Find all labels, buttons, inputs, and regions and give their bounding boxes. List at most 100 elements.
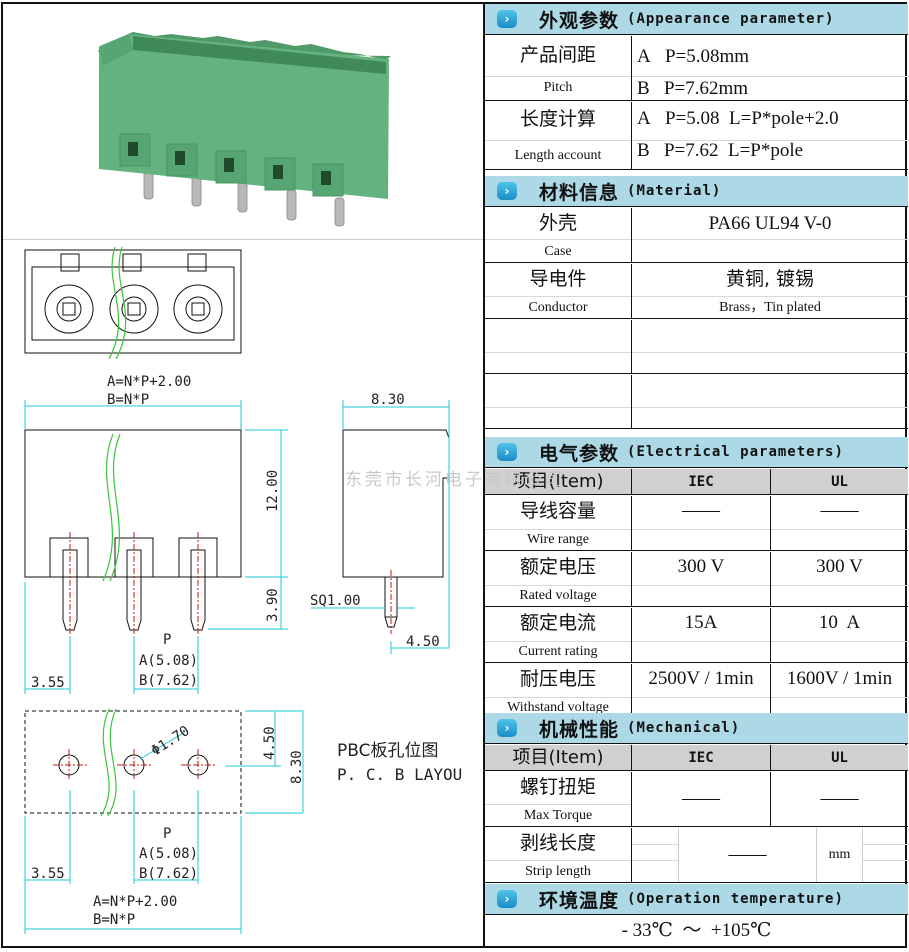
pcb-title-en: P. C. B LAYOU xyxy=(337,765,462,784)
pcb-title-zh: PBC板孔位图 xyxy=(337,741,439,761)
row-label-zh: 长度计算 xyxy=(519,108,596,130)
pcb-pitch-a: A(5.08) xyxy=(139,846,198,862)
section-title-zh: 材料信息 xyxy=(539,181,620,204)
section-title-en: (Operation temperature) xyxy=(627,891,844,907)
section-title-zh: 电气参数 xyxy=(539,442,620,465)
formula-b-bottom: B=N*P xyxy=(93,912,135,928)
spec-row-electrical: 耐压电压 Withstand voltage 2500V / 1min 1600V /… xyxy=(485,664,908,719)
option-key: B xyxy=(637,140,650,161)
row-label-en: Withstand voltage xyxy=(507,700,609,715)
row-label-zh: 耐压电压 xyxy=(519,668,596,690)
column-header-ul: UL xyxy=(831,749,848,766)
chevron-right-icon: › xyxy=(497,443,517,461)
ul-value: 1600V / 1min xyxy=(786,668,893,689)
spec-row-case: 外壳 Case PA66 UL94 V-0 xyxy=(485,208,908,263)
dim-edge-offset: 3.55 xyxy=(31,675,65,691)
pitch-a: A(5.08) xyxy=(139,653,198,669)
row-label-en: Conductor xyxy=(528,300,588,315)
column-header-row: 项目(Item) IEC UL xyxy=(485,745,908,771)
pin-2 xyxy=(191,175,202,207)
row-label-en: Rated voltage xyxy=(519,588,597,603)
section-header-material: › 材料信息 (Material) xyxy=(485,176,908,207)
spec-row-conductor: 导电件 Conductor 黄铜, 镀锡 Brass，Tin plated xyxy=(485,264,908,319)
section-header-mechanical: › 机械性能 (Mechanical) xyxy=(485,713,908,744)
pcb-dim-edge: 3.55 xyxy=(31,866,65,882)
pcb-pitch-label: P xyxy=(163,826,171,842)
section-title-en: (Electrical parameters) xyxy=(627,444,844,460)
row-label-zh: 导线容量 xyxy=(519,500,596,522)
section-title-en: (Material) xyxy=(627,183,722,199)
spec-row-torque: 螺钉扭矩 Max Torque —— —— xyxy=(485,772,908,827)
watermark: 东莞市长河电子有限公司 xyxy=(345,470,565,490)
ul-value: 300 V xyxy=(816,556,863,577)
dim-pin-square: SQ1.00 xyxy=(310,593,361,609)
option-value: P=7.62mm xyxy=(663,78,749,99)
iec-value: 300 V xyxy=(677,556,725,577)
hole-diameter: Φ1.70 xyxy=(148,723,192,759)
row-label-en: Max Torque xyxy=(523,808,593,823)
column-header-ul: UL xyxy=(831,473,848,490)
formula-a-bottom: A=N*P+2.00 xyxy=(93,894,177,910)
chevron-right-icon: › xyxy=(497,10,517,28)
iec-value: —— xyxy=(682,500,720,521)
chevron-right-icon: › xyxy=(497,719,517,737)
ul-value: 10 A xyxy=(818,612,861,633)
row-label-en: Strip length xyxy=(525,864,591,879)
spec-row-empty xyxy=(485,320,908,374)
option-value: P=5.08mm xyxy=(664,46,750,67)
row-label-en: Pitch xyxy=(543,80,573,95)
spec-row-electrical: 额定电压 Rated voltage 300 V 300 V xyxy=(485,552,908,607)
row-label-en: Wire range xyxy=(526,532,589,547)
pitch-b: B(7.62) xyxy=(139,673,198,689)
dim-pin-height: 3.90 xyxy=(265,588,281,622)
strip-length-value: —— xyxy=(728,844,767,865)
pin-4 xyxy=(286,189,297,221)
option-key: A xyxy=(637,108,651,129)
formula-b-top: B=N*P xyxy=(107,392,149,408)
material-value-zh: 黄铜, 镀锡 xyxy=(725,268,815,290)
column-header-item: 项目(Item) xyxy=(512,746,604,768)
formula-a-top: A=N*P+2.00 xyxy=(107,374,191,390)
pcb-dim-full: 8.30 xyxy=(289,750,305,784)
row-label-zh: 剥线长度 xyxy=(519,832,596,854)
row-label-zh: 螺钉扭矩 xyxy=(519,776,596,798)
chevron-right-icon: › xyxy=(497,182,517,200)
torque-iec: —— xyxy=(682,788,720,809)
row-label-zh: 外壳 xyxy=(538,212,577,234)
iec-value: 2500V / 1min xyxy=(648,668,754,689)
section-header-appearance: › 外观参数 (Appearance parameter) xyxy=(485,4,908,35)
option-value: P=5.08 L=P*pole+2.0 xyxy=(664,108,839,129)
row-label-en: Current rating xyxy=(518,644,598,659)
pcb-outline xyxy=(24,710,242,814)
row-label-zh: 额定电压 xyxy=(519,556,596,578)
pcb-dim-half: 4.50 xyxy=(262,726,278,760)
dim-side-width: 8.30 xyxy=(371,392,405,408)
spec-row-pitch: 产品间距 Pitch A P=5.08mm B P=7.62mm xyxy=(485,36,908,101)
section-title-zh: 机械性能 xyxy=(539,718,620,741)
row-label-zh: 导电件 xyxy=(529,268,587,290)
top-view-outline xyxy=(24,249,242,354)
side-view-outline xyxy=(342,429,450,578)
spec-row-strip-length: 剥线长度 Strip length —— mm xyxy=(485,828,908,883)
dim-body-height: 12.00 xyxy=(265,470,281,512)
chevron-right-icon: › xyxy=(497,890,517,908)
option-key: A xyxy=(637,46,651,67)
spec-row-length: 长度计算 Length account A P=5.08 L=P*pole+2.… xyxy=(485,102,908,170)
column-header-iec: IEC xyxy=(688,473,714,490)
torque-ul: —— xyxy=(820,788,859,809)
row-label-en: Case xyxy=(544,244,572,259)
material-value-en: Brass，Tin plated xyxy=(719,300,821,315)
option-key: B xyxy=(637,78,650,99)
row-label-en: Length account xyxy=(514,148,602,163)
pcb-pitch-b: B(7.62) xyxy=(139,866,198,882)
section-header-electrical: › 电气参数 (Electrical parameters) xyxy=(485,437,908,468)
column-header-item: 项目(Item) xyxy=(512,470,604,492)
iec-value: 15A xyxy=(684,612,718,633)
temperature-range: - 33℃ ～ +105℃ xyxy=(621,920,772,941)
option-value: P=7.62 L=P*pole xyxy=(663,140,804,161)
pin-5 xyxy=(334,197,345,227)
spec-row-empty xyxy=(485,375,908,429)
